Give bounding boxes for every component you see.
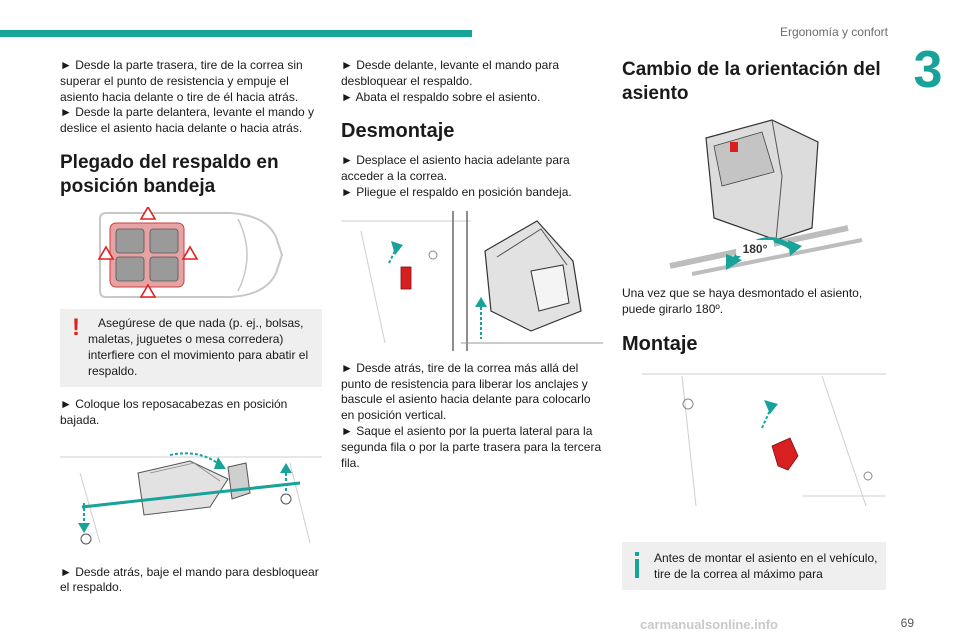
heading-montaje: Montaje <box>622 332 698 355</box>
chapter-number: 3 <box>913 41 943 99</box>
column-2: ► Desde delante, levante el mando para d… <box>341 58 603 471</box>
heading-desmontaje: Desmontaje <box>341 120 455 143</box>
warning-text: Asegúrese de que nada (p. ej., bolsas, <box>98 315 304 330</box>
step-text: ► Desde atrás, tire de la correa más all… <box>341 360 591 423</box>
headrest-figure <box>60 451 322 545</box>
step-text: ► Abata el respaldo sobre el asiento. <box>341 89 541 104</box>
seat-layout-figure <box>97 206 284 298</box>
step-text: ► Desde la parte trasera, tire de la cor… <box>60 58 303 104</box>
warning-box: ! Asegúrese de que nada (p. ej., bolsas,… <box>60 308 322 387</box>
watermark: carmanualsonline.info <box>640 617 778 632</box>
heading-cambio-orientacion: Cambio de la orientación del asiento <box>622 59 881 104</box>
step-text: ► Pliegue el respaldo en posición bandej… <box>341 184 572 199</box>
seat-mounting-figure <box>642 373 886 506</box>
info-icon <box>635 551 639 578</box>
step-text: ► Desplace el asiento hacia adelante par… <box>341 153 570 184</box>
column-3: Cambio de la orientación del asiento 180… <box>622 58 886 590</box>
step-text: ► Coloque los reposacabezas en posición … <box>60 396 288 427</box>
step-text: ► Desde la parte delantera, levante el m… <box>60 105 315 136</box>
step-text: Una vez que se haya desmontado el asient… <box>622 286 863 316</box>
step-text: ► Desde atrás, baje el mando para desblo… <box>60 564 319 595</box>
seat-rotation-figure: 180° <box>669 119 863 276</box>
info-text: Antes de montar el asiento en el vehícul… <box>654 550 878 581</box>
page-number: 69 <box>900 616 914 630</box>
step-text: ► Saque el asiento por la puerta lateral… <box>341 423 602 470</box>
warning-text: maletas, juguetes o mesa corredera) inte… <box>88 331 309 378</box>
info-box: Antes de montar el asiento en el vehícul… <box>622 541 886 590</box>
rotation-label: 180° <box>743 242 768 256</box>
section-title: Ergonomía y confort <box>779 25 888 39</box>
seat-removal-figure <box>341 210 603 351</box>
heading-plegado: Plegado del respaldo en posición bandeja <box>60 151 279 197</box>
column-1: ► Desde la parte trasera, tire de la cor… <box>60 58 322 596</box>
step-text: ► Desde delante, levante el mando para d… <box>341 58 560 88</box>
warning-icon: ! <box>72 313 80 341</box>
header-accent-bar <box>0 30 472 37</box>
